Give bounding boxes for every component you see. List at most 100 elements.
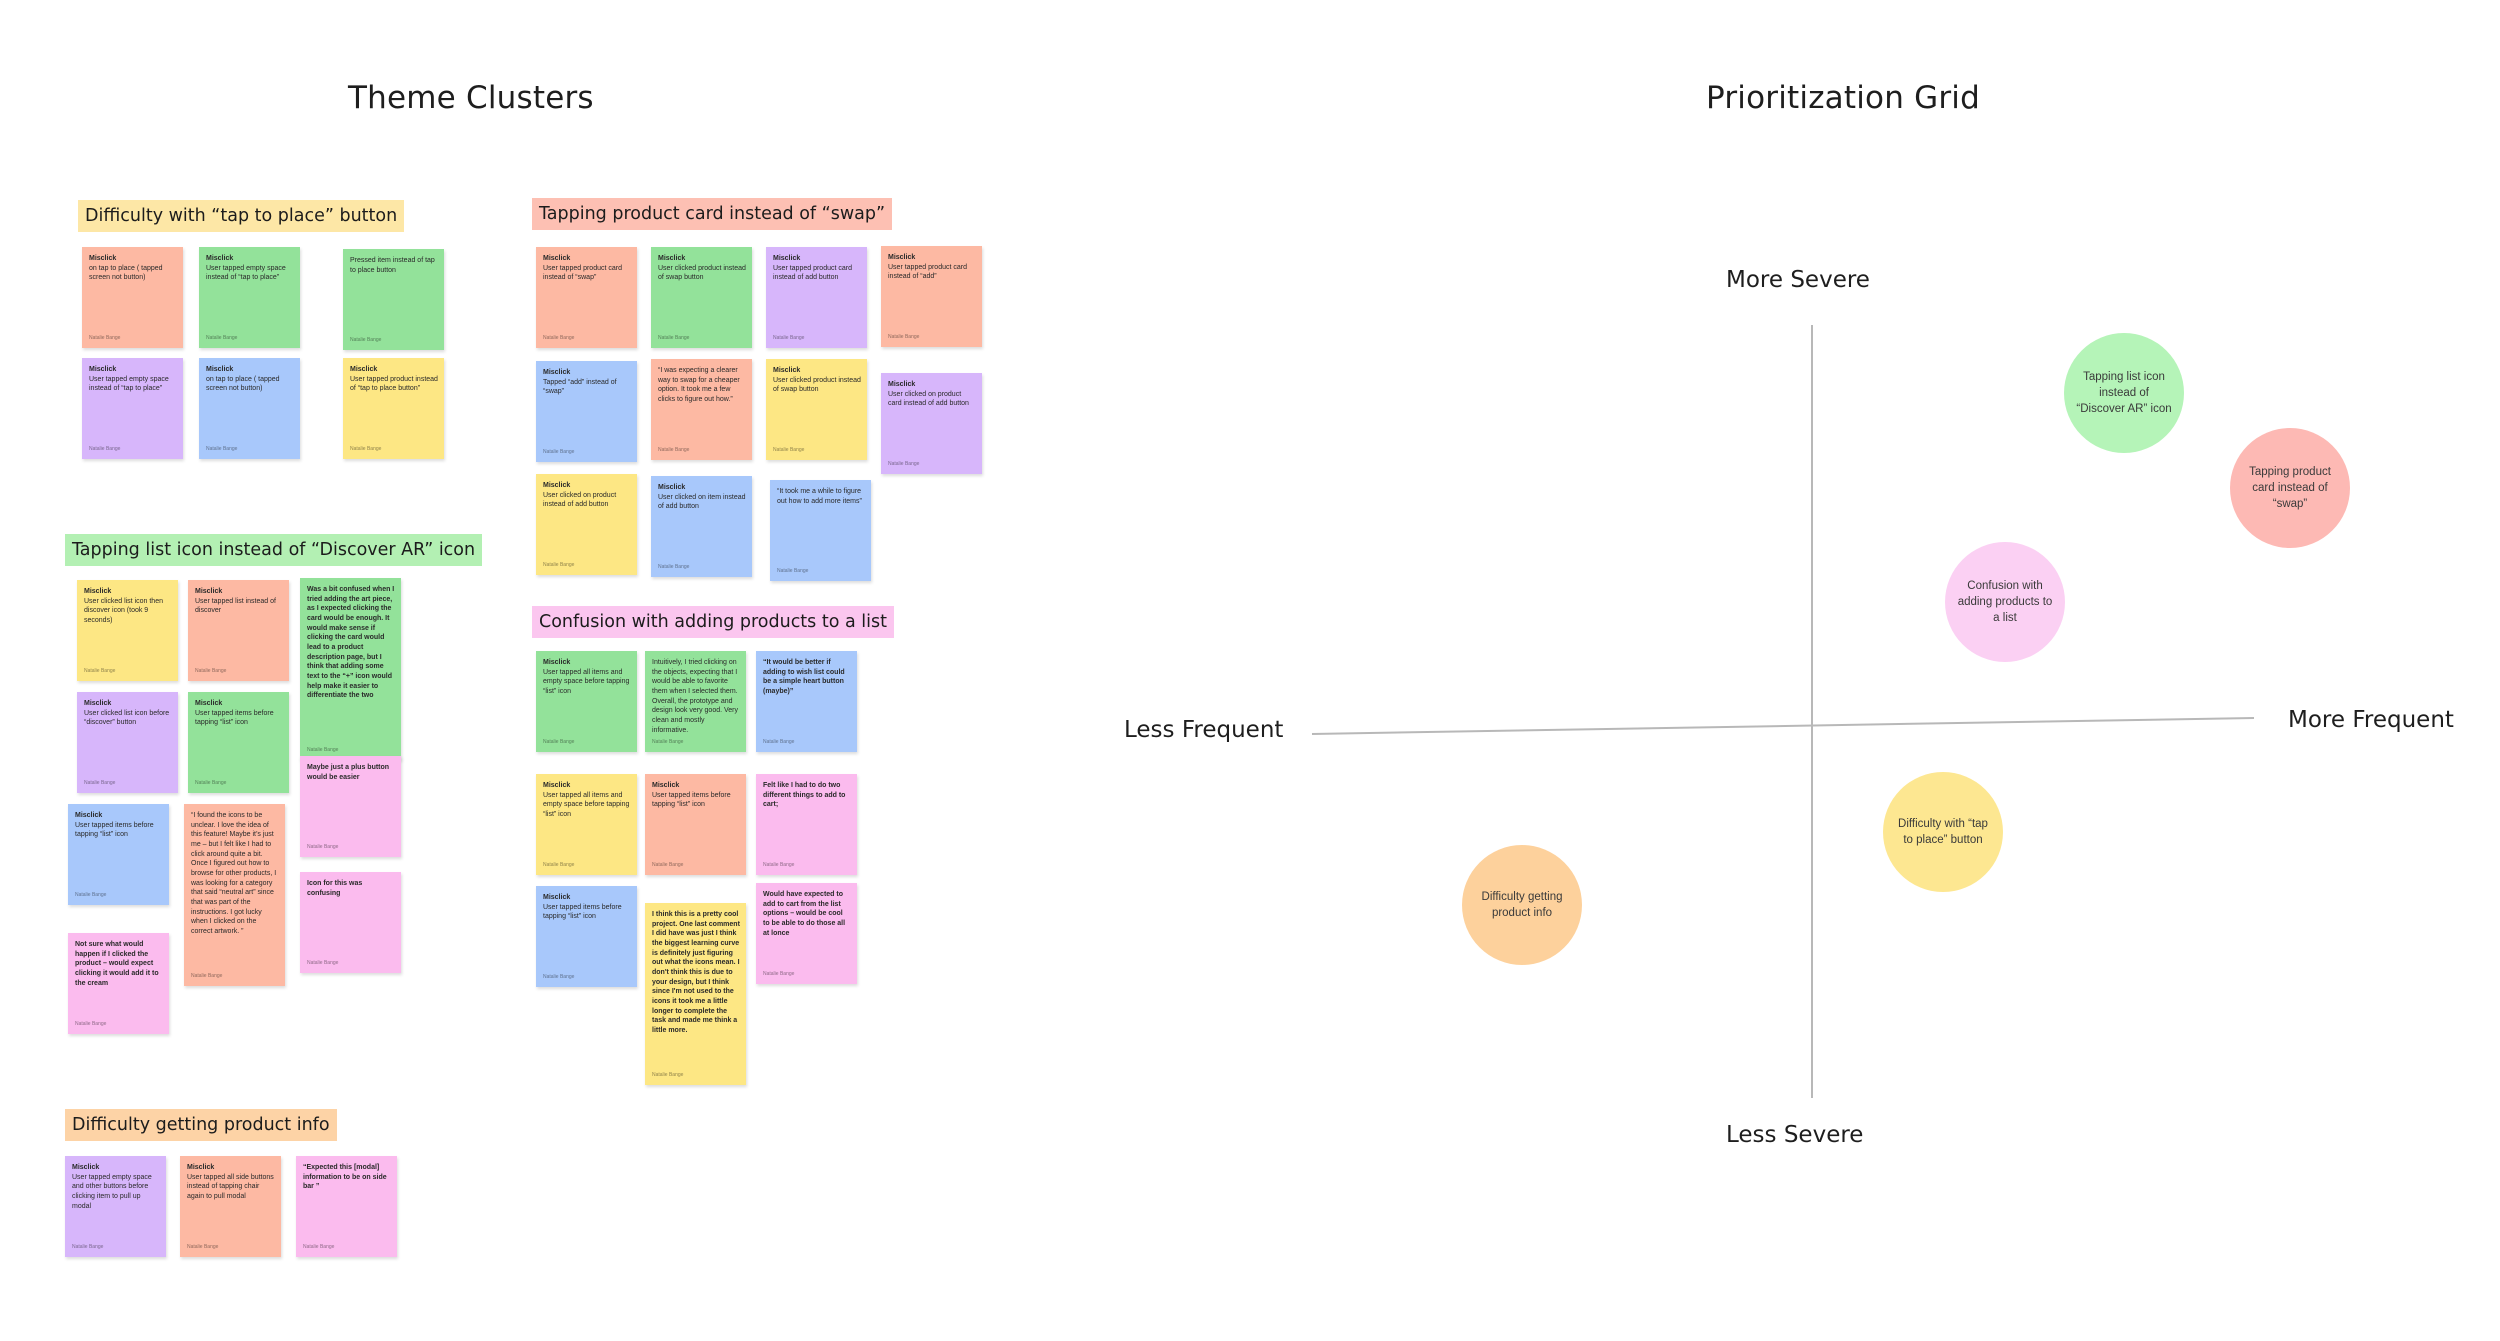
- priority-bubble-difficulty-getting-product-info[interactable]: Difficulty getting product info: [1462, 845, 1582, 965]
- sticky-note-author: Natalie Bange: [195, 780, 227, 787]
- sticky-note-text: Not sure what would happen if I clicked …: [75, 941, 159, 987]
- sticky-note-text: User tapped items before tapping “list” …: [195, 709, 274, 727]
- sticky-note[interactable]: Misclick on tap to place ( tapped screen …: [199, 358, 300, 459]
- sticky-note-title: Misclick: [84, 700, 112, 707]
- sticky-note-text: Was a bit confused when I tried adding t…: [307, 586, 395, 700]
- sticky-note-author: Natalie Bange: [763, 739, 795, 746]
- sticky-note-text: “I was expecting a clearer way to swap f…: [658, 367, 740, 403]
- sticky-note-author: Natalie Bange: [191, 973, 223, 980]
- sticky-note-text: User tapped product instead of “tap to p…: [350, 375, 438, 393]
- sticky-note[interactable]: “It would be better if adding to wish li…: [756, 651, 857, 752]
- sticky-note-author: Natalie Bange: [543, 862, 575, 869]
- priority-bubble-confusion-with-adding-products-to-a-list[interactable]: Confusion with adding products to a list: [1945, 542, 2065, 662]
- sticky-note-author: Natalie Bange: [652, 862, 684, 869]
- priority-bubble-tapping-product-card-instead-of-swap[interactable]: Tapping product card instead of “swap”: [2230, 428, 2350, 548]
- sticky-note[interactable]: “I was expecting a clearer way to swap f…: [651, 359, 752, 460]
- sticky-note-author: Natalie Bange: [658, 335, 690, 342]
- priority-bubble-label: Difficulty with “tap to place” button: [1898, 817, 1988, 846]
- sticky-note-text: User tapped empty space instead of “tap …: [89, 375, 169, 393]
- sticky-note-author: Natalie Bange: [307, 844, 339, 851]
- sticky-note-title: Misclick: [773, 367, 801, 374]
- sticky-note-author: Natalie Bange: [658, 447, 690, 454]
- sticky-note[interactable]: “Expected this [modal] information to be…: [296, 1156, 397, 1257]
- sticky-note-author: Natalie Bange: [773, 335, 805, 342]
- sticky-note-author: Natalie Bange: [763, 971, 795, 978]
- sticky-note-text: on tap to place ( tapped screen not butt…: [89, 264, 163, 282]
- axis-label-less-frequent: Less Frequent: [1124, 717, 1284, 743]
- sticky-note-author: Natalie Bange: [187, 1244, 219, 1251]
- sticky-note-text: User clicked product instead of swap but…: [773, 376, 861, 394]
- sticky-note[interactable]: Was a bit confused when I tried adding t…: [300, 578, 401, 760]
- sticky-note-author: Natalie Bange: [543, 974, 575, 981]
- sticky-note-title: Misclick: [206, 366, 234, 373]
- sticky-note-text: User clicked product instead of swap but…: [658, 264, 746, 282]
- sticky-note[interactable]: Would have expected to add to cart from …: [756, 883, 857, 984]
- sticky-note-title: Misclick: [543, 659, 571, 666]
- sticky-note-author: Natalie Bange: [543, 335, 575, 342]
- sticky-note-author: Natalie Bange: [307, 960, 339, 967]
- sticky-note-author: Natalie Bange: [763, 862, 795, 869]
- sticky-note-text: User clicked on product instead of add b…: [543, 491, 617, 509]
- sticky-note-text: User clicked list icon then discover ico…: [84, 597, 163, 624]
- sticky-note-text: User tapped product card instead of add …: [773, 264, 852, 282]
- sticky-note[interactable]: “It took me a while to figure out how to…: [770, 480, 871, 581]
- sticky-note-author: Natalie Bange: [303, 1244, 335, 1251]
- sticky-note[interactable]: Maybe just a plus button would be easier…: [300, 756, 401, 857]
- sticky-note-title: Misclick: [543, 369, 571, 376]
- sticky-note-title: Misclick: [888, 254, 916, 261]
- sticky-note-author: Natalie Bange: [777, 568, 809, 575]
- sticky-note[interactable]: I think this is a pretty cool project. O…: [645, 903, 746, 1085]
- sticky-note[interactable]: Pressed item instead of tap to place but…: [343, 249, 444, 350]
- priority-bubble-tapping-list-icon-instead-of-discover-ar[interactable]: Tapping list icon instead of “Discover A…: [2064, 333, 2184, 453]
- sticky-note-author: Natalie Bange: [888, 334, 920, 341]
- sticky-note-text: “Expected this [modal] information to be…: [303, 1164, 387, 1191]
- sticky-note-title: Misclick: [543, 894, 571, 901]
- sticky-note-text: on tap to place ( tapped screen not butt…: [206, 375, 280, 393]
- sticky-note-text: User tapped items before tapping “list” …: [75, 821, 154, 839]
- sticky-note-text: “It would be better if adding to wish li…: [763, 659, 845, 695]
- sticky-note-author: Natalie Bange: [75, 892, 107, 899]
- sticky-note-text: Maybe just a plus button would be easier: [307, 764, 390, 781]
- sticky-note-title: Misclick: [658, 255, 686, 262]
- sticky-note[interactable]: “I found the icons to be unclear. I love…: [184, 804, 285, 986]
- cluster-title-tapping-list-icon-instead-of-discover-ar: Tapping list icon instead of “Discover A…: [65, 534, 483, 566]
- sticky-note-author: Natalie Bange: [888, 461, 920, 468]
- sticky-note-text: User tapped all items and empty space be…: [543, 668, 630, 695]
- sticky-note-text: User tapped product card instead of “swa…: [543, 264, 622, 282]
- sticky-note-author: Natalie Bange: [206, 335, 238, 342]
- sticky-note[interactable]: Not sure what would happen if I clicked …: [68, 933, 169, 1034]
- sticky-note-author: Natalie Bange: [543, 449, 575, 456]
- sticky-note-text: Would have expected to add to cart from …: [763, 891, 846, 937]
- axis-label-less-severe: Less Severe: [1726, 1122, 1864, 1148]
- priority-bubble-difficulty-with-tap-to-place-button[interactable]: Difficulty with “tap to place” button: [1883, 772, 2003, 892]
- sticky-note[interactable]: Intuitively, I tried clicking on the obj…: [645, 651, 746, 752]
- sticky-note[interactable]: Felt like I had to do two different thin…: [756, 774, 857, 875]
- sticky-note-text: User tapped product card instead of “add…: [888, 263, 967, 281]
